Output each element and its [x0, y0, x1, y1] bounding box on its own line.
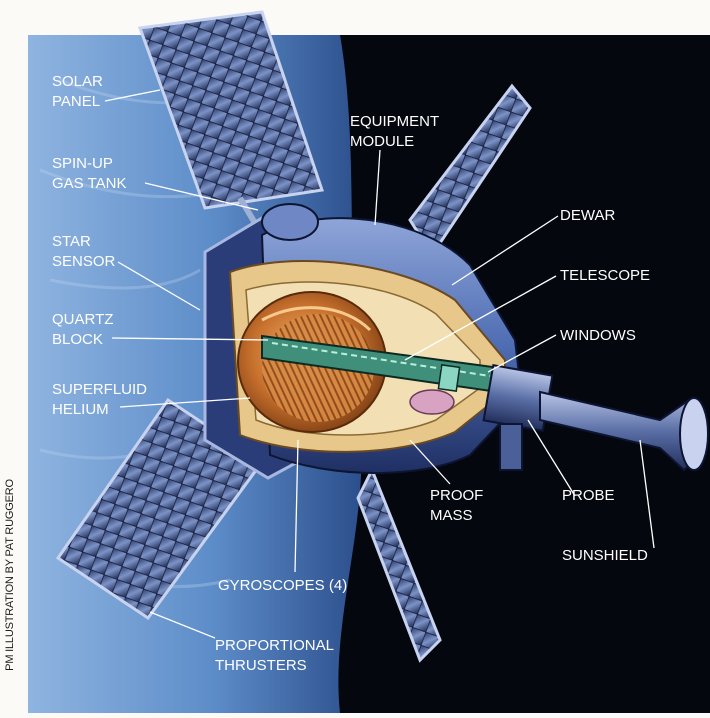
label-windows: WINDOWS: [560, 327, 636, 344]
label-star-sensor-2: SENSOR: [52, 253, 116, 270]
gas-tank: [262, 204, 318, 240]
label-equipment-module-2: MODULE: [350, 133, 414, 150]
label-equipment-module-1: EQUIPMENT: [350, 113, 439, 130]
label-sunshield: SUNSHIELD: [562, 547, 648, 564]
label-quartz-block-1: QUARTZ: [52, 311, 113, 328]
label-superfluid-1: SUPERFLUID: [52, 381, 147, 398]
label-spin-up-1: SPIN-UP: [52, 155, 113, 172]
label-probe: PROBE: [562, 487, 615, 504]
label-superfluid-2: HELIUM: [52, 401, 109, 418]
illustration-credit: PM ILLUSTRATION BY PAT RUGGERO: [0, 440, 20, 710]
label-gyroscopes: GYROSCOPES (4): [218, 577, 347, 594]
sunshield-opening: [680, 398, 708, 470]
windows-assembly: [438, 365, 459, 391]
credit-text: PM ILLUSTRATION BY PAT RUGGERO: [4, 479, 16, 671]
label-solar-panel-1: SOLAR: [52, 73, 103, 90]
label-proof-mass-1: PROOF: [430, 487, 483, 504]
label-dewar: DEWAR: [560, 207, 615, 224]
label-thrusters-1: PROPORTIONAL: [215, 637, 334, 654]
label-star-sensor-1: STAR: [52, 233, 91, 250]
label-telescope: TELESCOPE: [560, 267, 650, 284]
proof-mass: [410, 390, 454, 414]
label-solar-panel-2: PANEL: [52, 93, 100, 110]
probe-support: [500, 424, 522, 470]
label-quartz-block-2: BLOCK: [52, 331, 103, 348]
label-proof-mass-2: MASS: [430, 507, 473, 524]
label-thrusters-2: THRUSTERS: [215, 657, 307, 674]
label-spin-up-2: GAS TANK: [52, 175, 126, 192]
